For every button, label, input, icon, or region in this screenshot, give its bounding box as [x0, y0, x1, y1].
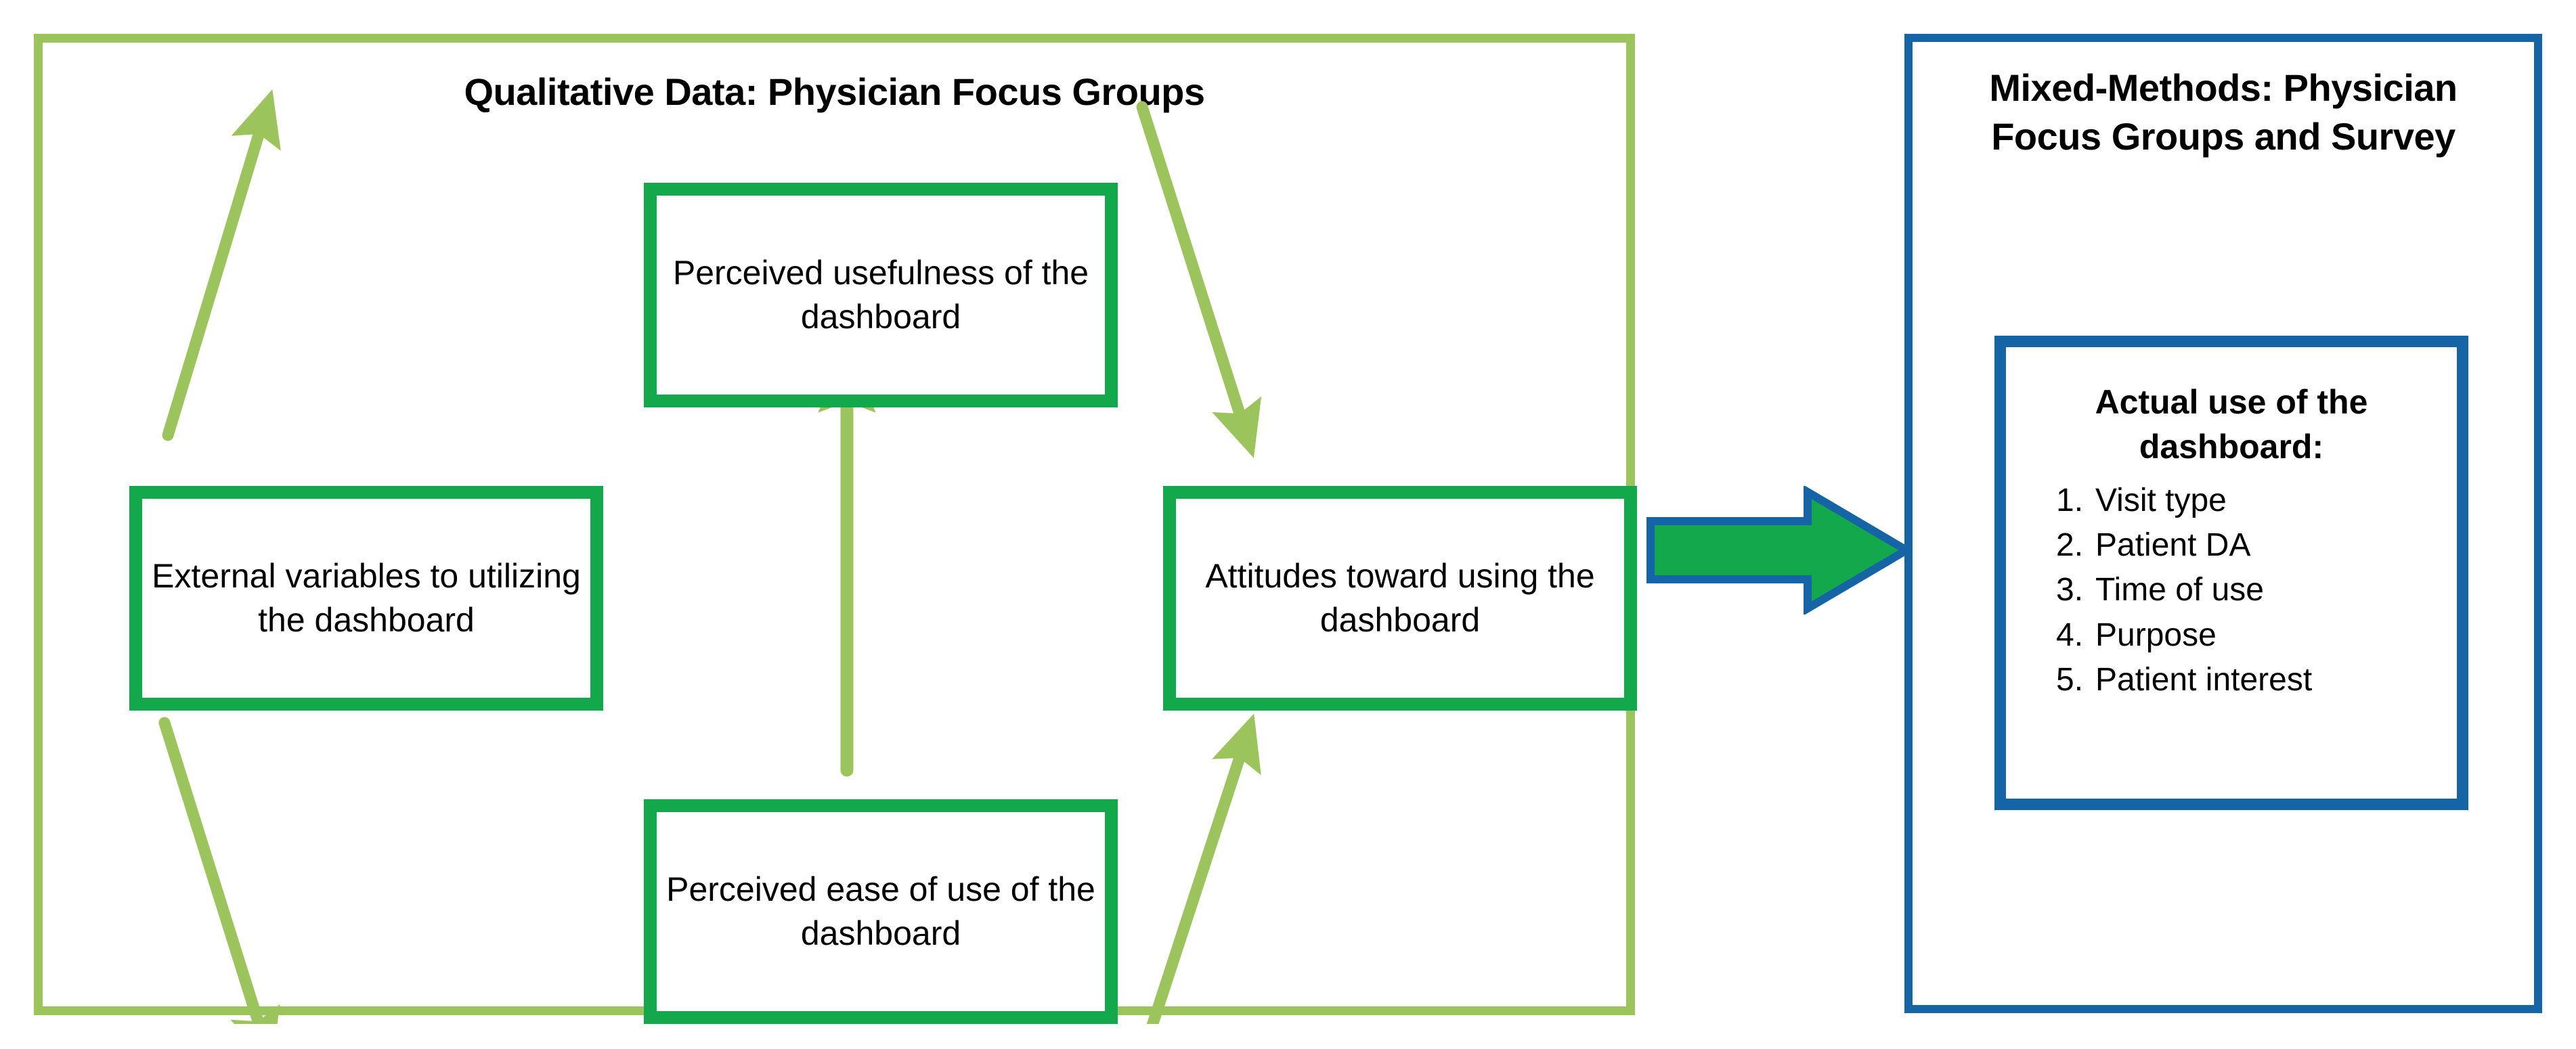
list-item: Time of use	[2056, 568, 2457, 612]
concept-box-external-variables: External variables to utilizing the dash…	[129, 486, 603, 711]
list-item-label: Patient DA	[2095, 527, 2251, 564]
qualitative-data-panel: Qualitative Data: Physician Focus Groups…	[34, 34, 1637, 1024]
list-item-label: Purpose	[2095, 617, 2217, 653]
list-item-label: Visit type	[2095, 483, 2227, 518]
concept-box-label: Perceived usefulness of the dashboard	[672, 254, 1089, 336]
arrow-external-to-usefulness	[162, 89, 281, 441]
mixed-methods-panel: Mixed-Methods: Physician Focus Groups an…	[1904, 34, 2542, 1013]
concept-box-label: Attitudes toward using the dashboard	[1205, 557, 1595, 639]
concept-box-perceived-usefulness: Perceived usefulness of the dashboard	[644, 183, 1118, 407]
arrow-external-to-ease	[158, 717, 280, 1024]
list-item-label: Time of use	[2095, 572, 2264, 608]
right-block-arrow-icon	[1646, 486, 1911, 615]
list-item: Patient DA	[2056, 523, 2457, 568]
concept-box-perceived-ease-of-use: Perceived ease of use of the dashboard	[644, 799, 1118, 1024]
arrow-ease-to-attitudes	[1146, 713, 1261, 1024]
mixed-methods-panel-title: Mixed-Methods: Physician Focus Groups an…	[1989, 66, 2458, 158]
concept-box-label: External variables to utilizing the dash…	[152, 557, 581, 639]
concept-box-attitudes: Attitudes toward using the dashboard	[1163, 486, 1637, 711]
qualitative-panel-title: Qualitative Data: Physician Focus Groups	[464, 70, 1205, 113]
arrow-usefulness-to-attitudes	[1136, 101, 1262, 458]
list-item: Visit type	[2056, 478, 2457, 523]
concept-box-label: Perceived ease of use of the dashboard	[666, 870, 1095, 952]
list-item: Patient interest	[2056, 658, 2457, 702]
actual-use-heading: Actual use of the dashboard:	[2095, 383, 2368, 466]
list-item-label: Patient interest	[2095, 661, 2313, 698]
list-item: Purpose	[2056, 613, 2457, 658]
actual-use-list: Visit type Patient DA Time of use Purpos…	[2006, 478, 2457, 702]
actual-use-box: Actual use of the dashboard: Visit type …	[1994, 336, 2468, 810]
